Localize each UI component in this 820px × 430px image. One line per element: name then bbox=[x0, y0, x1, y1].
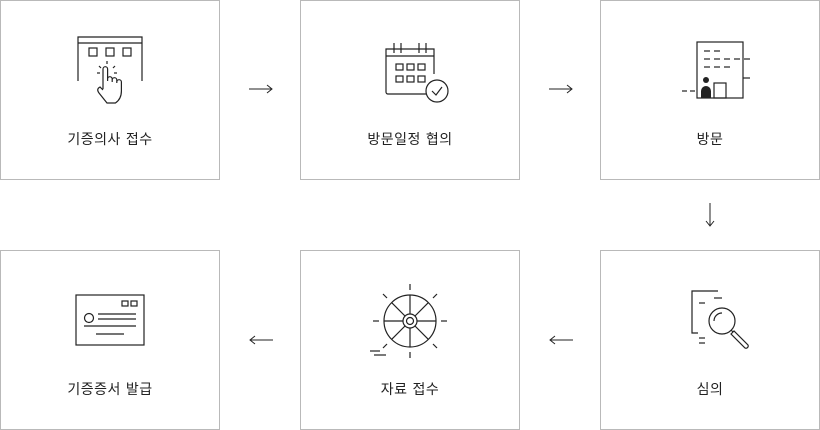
step-label: 기증증서 발급 bbox=[67, 382, 153, 398]
step-label: 자료 접수 bbox=[380, 382, 440, 398]
step-box-5: 자료 접수 bbox=[300, 250, 520, 430]
step-label: 기증의사 접수 bbox=[67, 132, 153, 148]
certificate-icon bbox=[70, 281, 150, 361]
right-arrow-icon bbox=[248, 82, 274, 96]
step-label: 방문 bbox=[696, 132, 724, 148]
step-box-2: 방문일정 협의 bbox=[300, 0, 520, 180]
left-arrow-icon bbox=[248, 333, 274, 347]
step-box-1: 기증의사 접수 bbox=[0, 0, 220, 180]
left-arrow-icon bbox=[548, 333, 574, 347]
film-reel-icon bbox=[370, 281, 450, 361]
document-search-icon bbox=[670, 281, 750, 361]
hand-click-icon bbox=[70, 31, 150, 111]
step-box-3: 방문 bbox=[600, 0, 820, 180]
step-label: 방문일정 협의 bbox=[367, 132, 453, 148]
building-visit-icon bbox=[670, 31, 750, 111]
calendar-check-icon bbox=[370, 31, 450, 111]
step-box-6: 기증증서 발급 bbox=[0, 250, 220, 430]
step-box-4: 심의 bbox=[600, 250, 820, 430]
down-arrow-icon bbox=[703, 202, 717, 228]
step-label: 심의 bbox=[696, 382, 724, 398]
right-arrow-icon bbox=[548, 82, 574, 96]
